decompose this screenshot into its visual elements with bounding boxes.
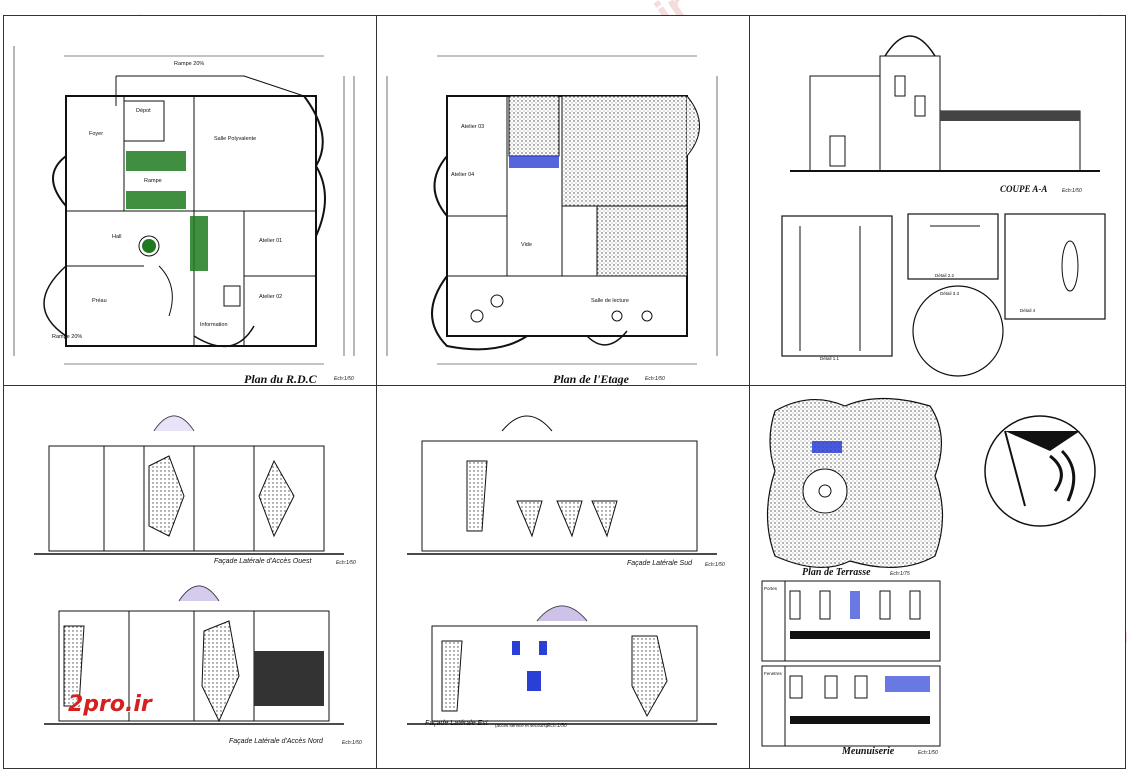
scale-label: Ech:1/75 [890,571,910,577]
panel-title: Plan de l'Etage [553,372,629,386]
panel-coupe-details: COUPE A-A Ech:1/50 Détail 1.1 Détail 2.2… [749,15,1126,387]
facade-subtitle: (accès service et secours) [495,723,548,728]
scale-label: Ech:1/50 [645,376,665,382]
etage-floorplan [386,55,718,365]
room-label: Salle de lecture [591,298,629,304]
room-label: Foyer [89,131,104,137]
panel-title: Façade Latérale d'Accès Nord [229,738,323,745]
panel-title: Plan de Terrasse [802,567,871,578]
scale-label: Ech:1/50 [918,750,938,756]
detail-label: Détail 4 [1020,308,1036,313]
scale-label: Ech:1/50 [547,723,567,729]
scale-label: Ech:1/50 [342,740,362,746]
panel-title: Façade Latérale Sud [627,560,692,567]
brand-logo: 2pro.ir [68,692,152,717]
scale-label: Ech:1/50 [705,562,725,568]
room-label: Préau [92,298,107,304]
scale-label: Ech:1/50 [1062,188,1082,194]
room-label: Dépot [136,108,151,114]
room-label: Rampe [144,178,162,184]
panel-plan-etage: Atelier 03 Atelier 04 Vide Salle de lect… [376,15,751,387]
panel-plan-rdc: Rampe 20% Dépot Foyer Salle Polyvalente … [3,15,378,387]
room-label: Atelier 03 [461,124,485,130]
panel-title: Façade Latérale Est [425,720,488,727]
rdc-floorplan [13,46,355,365]
row-label: Portes [764,586,778,591]
panel-terrasse-menuiserie: Plan de Terrasse Ech:1/75 Portes Fenetre… [749,385,1126,769]
room-label: Atelier 02 [259,294,283,300]
panel-title: Plan du R.D.C [244,372,317,386]
row-label: Fenetres [764,671,782,676]
room-label: Information [200,322,228,328]
detail-label: Détail 2.2 [935,273,955,278]
room-label: Salle Polyvalente [214,136,257,142]
detail-label: Détail 1.1 [820,356,840,361]
room-label: Atelier 04 [451,172,475,178]
room-label: Rampe 20% [52,334,83,340]
scale-label: Ech:1/50 [334,376,354,382]
facade-drawings [407,415,717,725]
detail-label: Détail 3.3 [940,291,960,296]
panel-title: COUPE A-A [1000,184,1048,194]
panel-title: Façade Latérale d'Accès Ouest [214,558,312,565]
room-label: Atelier 01 [259,238,283,244]
panel-title: Meunuiserie [842,746,895,757]
scale-label: Ech:1/50 [336,560,356,566]
room-label: Hall [112,234,122,240]
room-label: Vide [521,242,532,248]
terrasse-plan [761,397,1096,747]
room-label: Rampe 20% [174,61,205,67]
coupe-section [781,35,1106,377]
panel-facades-ouest-nord: Façade Latérale d'Accès Ouest Ech:1/50 F… [3,385,378,769]
facade-drawings [34,415,344,725]
panel-facades-sud-est: Façade Latérale Sud Ech:1/50 Façade Laté… [376,385,751,769]
